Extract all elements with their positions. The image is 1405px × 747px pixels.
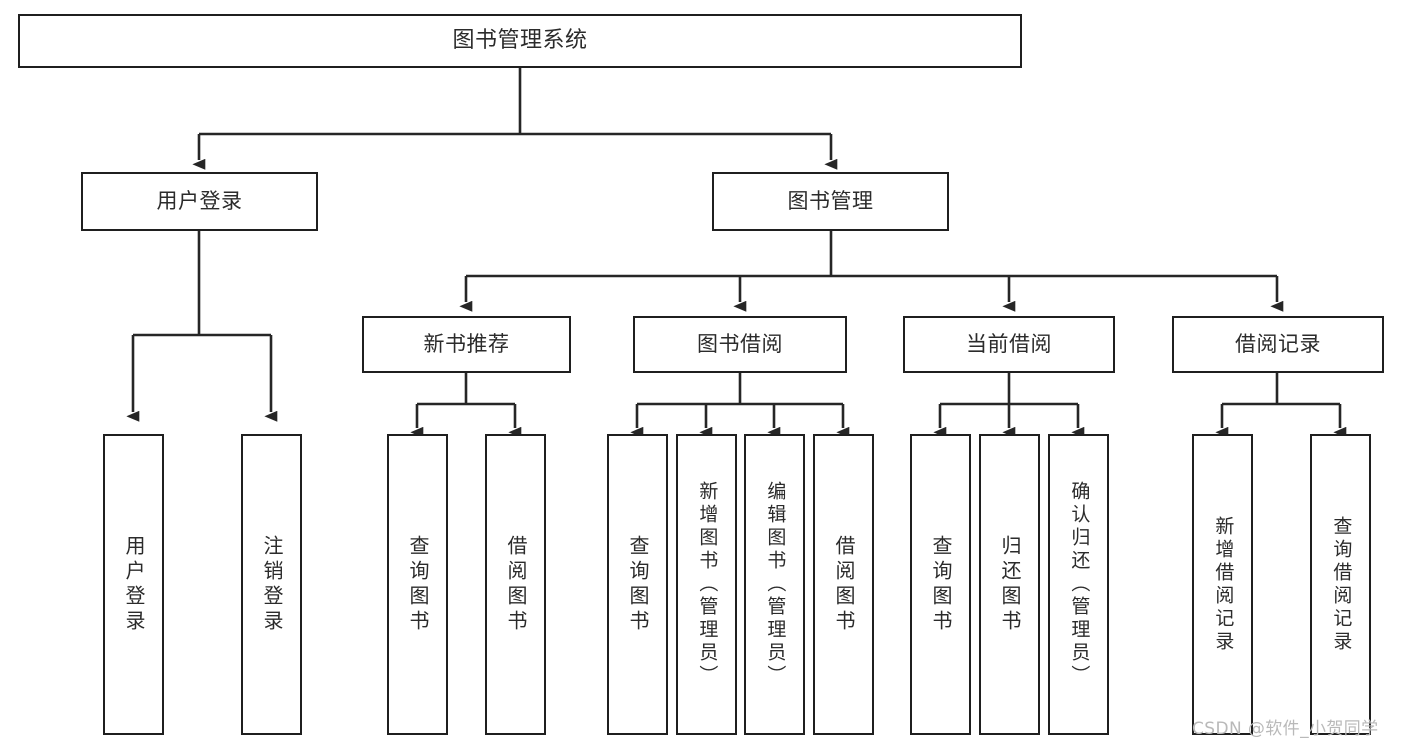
- node-leaf-return-book-label: 归还图书: [998, 534, 1022, 635]
- node-current-borrow[interactable]: 当前借阅: [903, 316, 1115, 373]
- node-current-borrow-label: 当前借阅: [966, 332, 1052, 357]
- node-root[interactable]: 图书管理系统: [18, 14, 1022, 68]
- node-new-book-rec-label: 新书推荐: [423, 332, 510, 357]
- node-book-borrow-label: 图书借阅: [697, 332, 783, 357]
- node-new-book-rec[interactable]: 新书推荐: [362, 316, 571, 373]
- node-leaf-user-logout[interactable]: 注销登录: [241, 434, 302, 735]
- node-leaf-add-book[interactable]: 新增图书（管理员）: [676, 434, 737, 735]
- node-root-label: 图书管理系统: [452, 28, 588, 54]
- node-leaf-borrow-book-2-label: 借阅图书: [832, 534, 856, 635]
- node-leaf-confirm-return-label: 确认归还（管理员）: [1068, 481, 1091, 688]
- node-leaf-borrow-book-1-label: 借阅图书: [504, 534, 528, 635]
- node-borrow-record-label: 借阅记录: [1235, 332, 1321, 357]
- node-user-login[interactable]: 用户登录: [81, 172, 318, 231]
- node-leaf-add-record[interactable]: 新增借阅记录: [1192, 434, 1253, 735]
- node-leaf-return-book[interactable]: 归还图书: [979, 434, 1040, 735]
- node-leaf-query-book-1-label: 查询图书: [406, 534, 430, 635]
- node-leaf-query-book-1[interactable]: 查询图书: [387, 434, 448, 735]
- node-leaf-borrow-book-2[interactable]: 借阅图书: [813, 434, 874, 735]
- node-leaf-borrow-book-1[interactable]: 借阅图书: [485, 434, 546, 735]
- node-leaf-query-record-label: 查询借阅记录: [1330, 515, 1353, 654]
- node-leaf-user-login-label: 用户登录: [122, 534, 146, 635]
- node-leaf-add-record-label: 新增借阅记录: [1212, 515, 1235, 654]
- node-borrow-record[interactable]: 借阅记录: [1172, 316, 1384, 373]
- csdn-watermark: CSDN @软件_小贺同学: [1192, 719, 1379, 739]
- node-leaf-edit-book[interactable]: 编辑图书（管理员）: [744, 434, 805, 735]
- node-leaf-query-book-2[interactable]: 查询图书: [607, 434, 668, 735]
- node-user-login-label: 用户登录: [156, 189, 243, 214]
- node-leaf-query-book-3-label: 查询图书: [929, 534, 953, 635]
- node-leaf-query-book-3[interactable]: 查询图书: [910, 434, 971, 735]
- node-leaf-query-record[interactable]: 查询借阅记录: [1310, 434, 1371, 735]
- node-leaf-user-login[interactable]: 用户登录: [103, 434, 164, 735]
- node-leaf-user-logout-label: 注销登录: [260, 534, 284, 635]
- node-leaf-query-book-2-label: 查询图书: [626, 534, 650, 635]
- node-book-borrow[interactable]: 图书借阅: [633, 316, 847, 373]
- node-leaf-edit-book-label: 编辑图书（管理员）: [764, 481, 787, 688]
- node-leaf-confirm-return[interactable]: 确认归还（管理员）: [1048, 434, 1109, 735]
- node-book-mgmt-label: 图书管理: [787, 189, 874, 214]
- node-book-mgmt[interactable]: 图书管理: [712, 172, 949, 231]
- node-leaf-add-book-label: 新增图书（管理员）: [696, 481, 719, 688]
